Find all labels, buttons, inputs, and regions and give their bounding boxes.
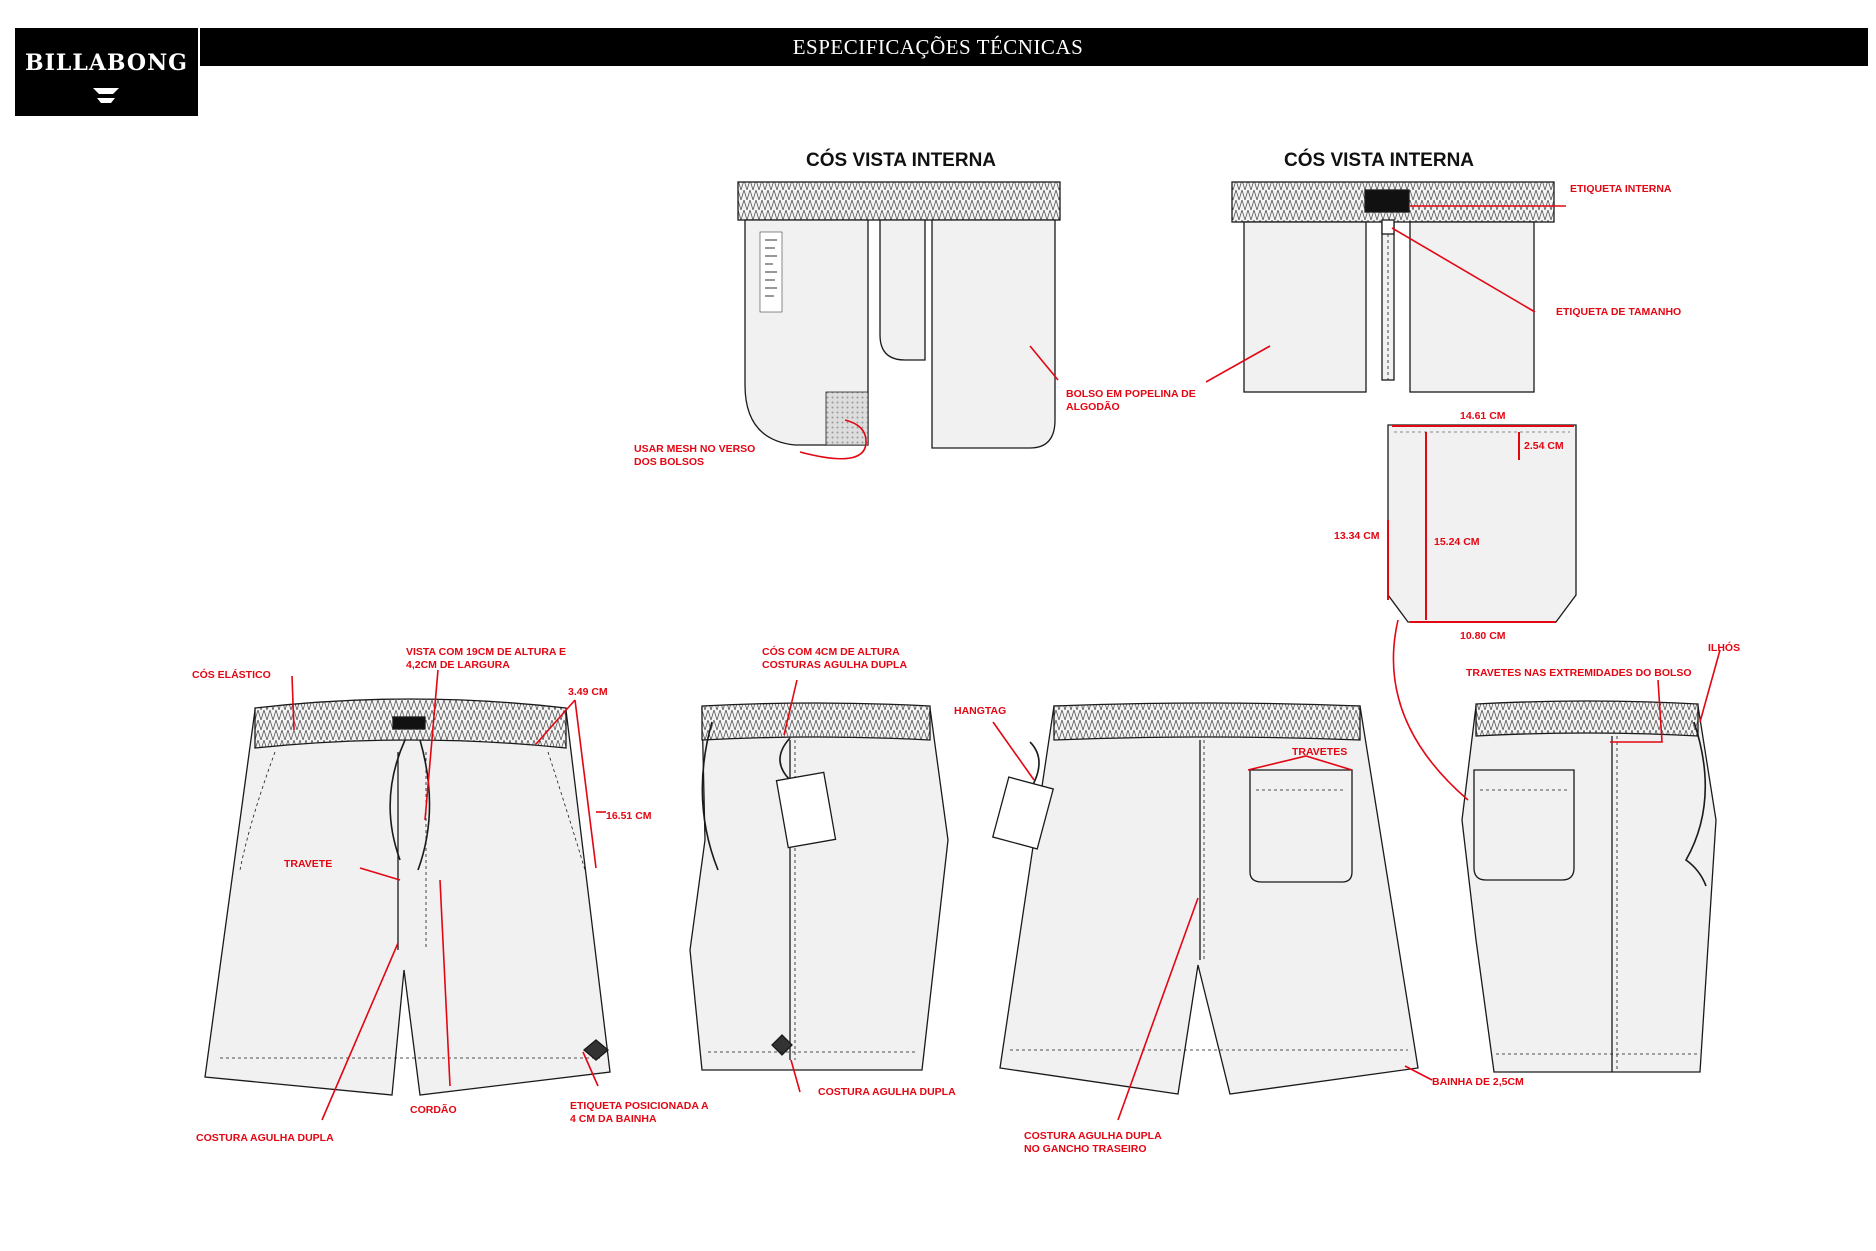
annotation-double-needle-front: COSTURA AGULHA DUPLA: [196, 1132, 334, 1144]
annotation-bartack: TRAVETE: [284, 858, 333, 870]
annotation-pocket-bartacks: TRAVETES NAS EXTREMIDADES DO BOLSO: [1466, 667, 1692, 679]
annotation-pocket-side: 13.34 CM: [1334, 530, 1380, 542]
annotation-elastic-waist: CÓS ELÁSTICO: [192, 669, 271, 681]
annotation-size-label: ETIQUETA DE TAMANHO: [1556, 306, 1682, 318]
logo-wave-icon: [93, 88, 119, 103]
annotation-hangtag: HANGTAG: [954, 705, 1007, 717]
shorts-front-view: [204, 698, 611, 1096]
annotation-double-needle-side: COSTURA AGULHA DUPLA: [818, 1086, 956, 1098]
logo-wordmark: BILLABONG: [25, 50, 188, 76]
annotation-measure-1651: 16.51 CM: [606, 810, 652, 822]
annotation-leaders: [291, 205, 1721, 1121]
heading-waistband-inner-right: CÓS VISTA INTERNA: [1284, 150, 1475, 171]
annotation-measure-349: 3.49 CM: [568, 686, 608, 698]
shorts-back-detail-view: [1461, 700, 1717, 1073]
shorts-side-view: [689, 702, 949, 1071]
annotation-hem: BAINHA DE 2,5CM: [1432, 1076, 1524, 1088]
annotation-inner-label: ETIQUETA INTERNA: [1570, 183, 1672, 195]
header-bar: [200, 28, 1868, 66]
annotation-eyelets: ILHÓS: [1708, 642, 1741, 654]
annotation-drawcord: CORDÃO: [410, 1104, 457, 1116]
waistband-inner-view-left: [737, 181, 1061, 449]
page-title: ESPECIFICAÇÕES TÉCNICAS: [792, 35, 1084, 59]
waistband-inner-view-right: [1231, 181, 1555, 393]
heading-waistband-inner-left: CÓS VISTA INTERNA: [806, 150, 997, 171]
annotation-pocket-height: 15.24 CM: [1434, 536, 1480, 548]
annotation-pocket-width-top: 14.61 CM: [1460, 410, 1506, 422]
shorts-back-view: [991, 702, 1419, 1095]
annotation-pocket-width-bottom: 10.80 CM: [1460, 630, 1506, 642]
brand-logo: BILLABONG: [15, 28, 198, 116]
annotation-pocket-flap: 2.54 CM: [1524, 440, 1564, 452]
back-pocket-spec: [1387, 424, 1577, 623]
annotation-bartacks: TRAVETES: [1292, 746, 1348, 758]
